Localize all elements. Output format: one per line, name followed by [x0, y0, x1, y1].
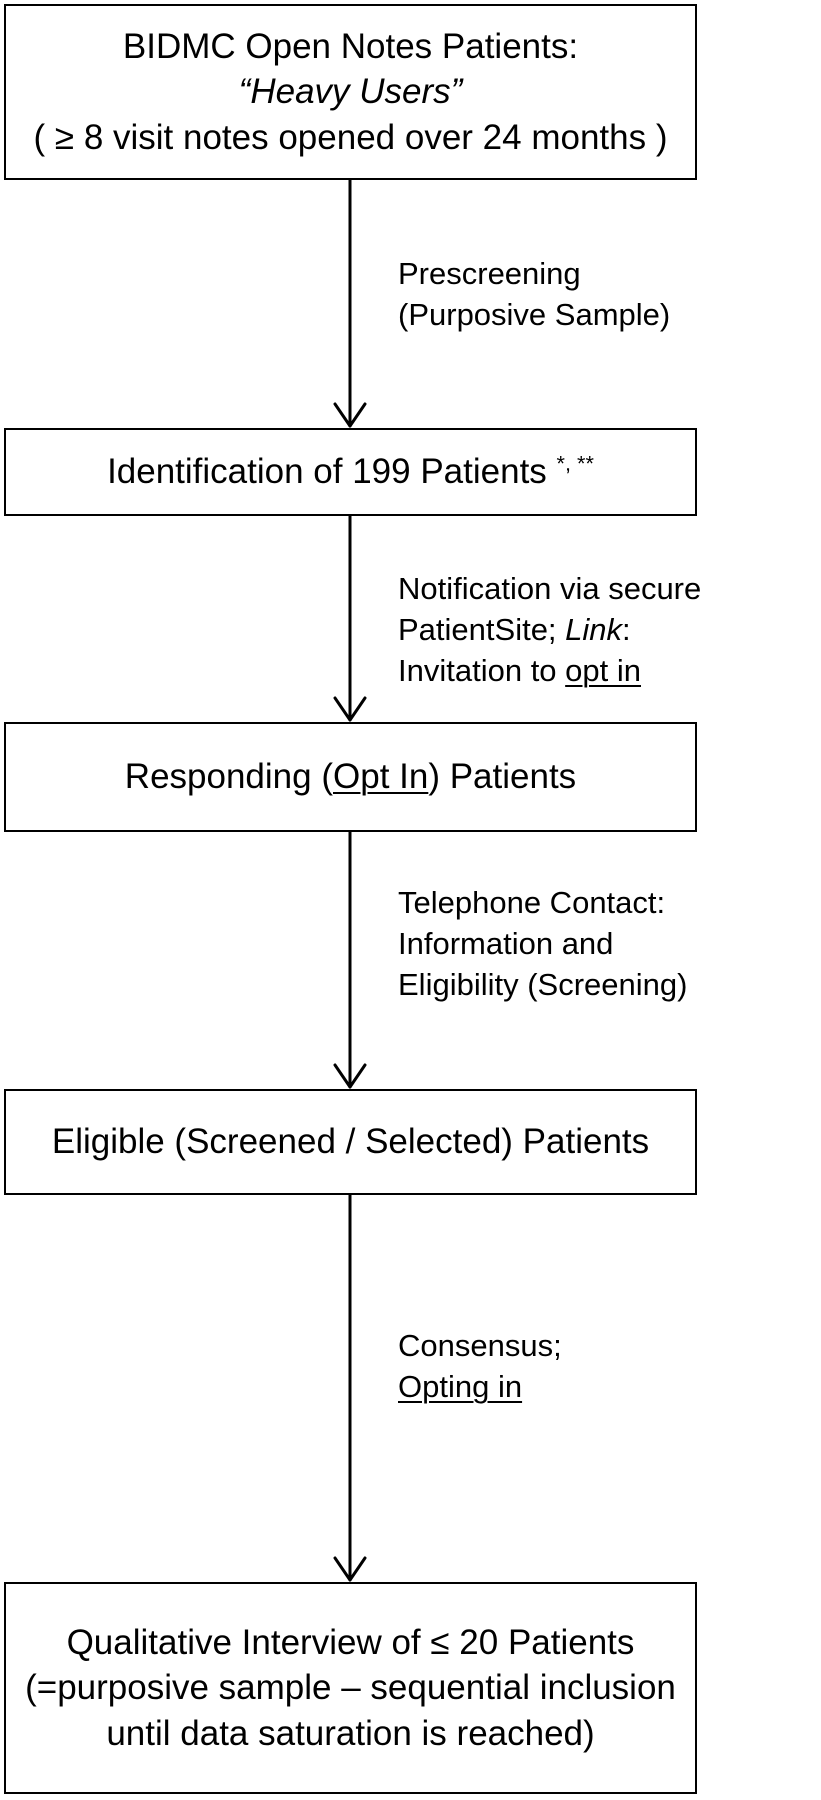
box-heavy-users-criteria: ( ≥ 8 visit notes opened over 24 months … — [33, 117, 668, 157]
box-identification-label: Identification of 199 Patients *, ** — [107, 450, 594, 492]
box-identification: Identification of 199 Patients *, ** — [4, 428, 697, 516]
box-heavy-users-subtitle: “Heavy Users” — [238, 72, 463, 112]
step-notification: Notification via secure PatientSite; Lin… — [398, 571, 702, 689]
box-interview-line2: (=purposive sample – sequential inclusio… — [25, 1668, 676, 1708]
footnote-marks: *, ** — [556, 450, 594, 476]
box-heavy-users-title: BIDMC Open Notes Patients: — [122, 26, 579, 66]
arrow-4 — [333, 1193, 367, 1582]
box-interview-line1: Qualitative Interview of ≤ 20 Patients — [66, 1622, 635, 1662]
arrow-3 — [333, 830, 367, 1089]
arrow-1 — [333, 178, 367, 428]
step-prescreening: Prescreening (Purposive Sample) — [398, 256, 671, 333]
box-responding-label: Responding (Opt In) Patients — [124, 757, 577, 797]
box-heavy-users: BIDMC Open Notes Patients: “Heavy Users”… — [4, 4, 697, 180]
box-qualitative-interview: Qualitative Interview of ≤ 20 Patients (… — [4, 1582, 697, 1794]
box-interview-line3: until data saturation is reached) — [106, 1713, 595, 1753]
box-eligible-label: Eligible (Screened / Selected) Patients — [51, 1122, 650, 1162]
arrow-2 — [333, 514, 367, 722]
step-consensus: Consensus; Opting in — [398, 1328, 562, 1405]
box-responding: Responding (Opt In) Patients — [4, 722, 697, 832]
step-telephone-contact: Telephone Contact: Information and Eligi… — [398, 885, 688, 1003]
